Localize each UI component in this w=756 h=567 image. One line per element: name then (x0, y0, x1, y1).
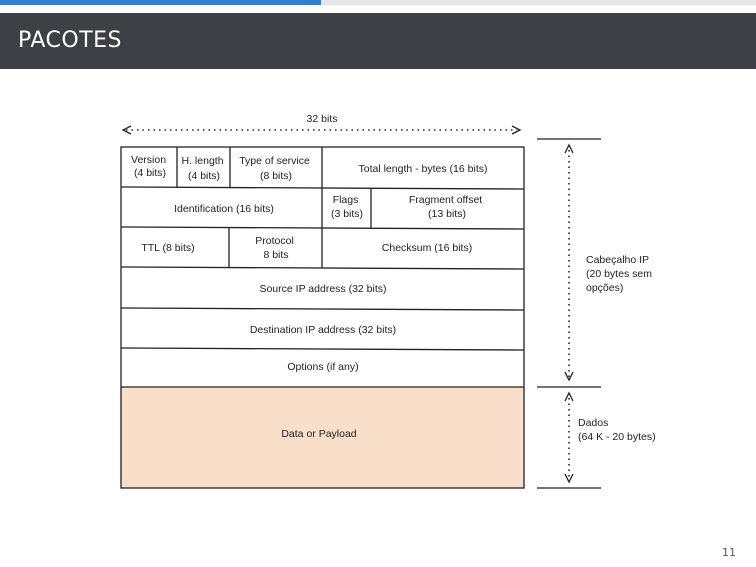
slide-title: PACOTES (18, 28, 123, 53)
field-fragment-offset: Fragment offset (13 bits) (409, 194, 485, 220)
field-identification: Identification (16 bits) (174, 203, 274, 215)
field-header-length: H. length (4 bits) (182, 155, 227, 182)
slide-header: PACOTES (0, 13, 756, 69)
header-arrow (564, 143, 574, 382)
field-ttl: TTL (8 bits) (141, 242, 194, 254)
field-protocol: Protocol 8 bits (255, 235, 296, 261)
field-options: Options (if any) (287, 361, 358, 373)
field-source-ip: Source IP address (32 bits) (259, 283, 386, 295)
payload-area (121, 387, 524, 488)
field-version: Version (4 bits) (131, 154, 169, 179)
field-destination-ip: Destination IP address (32 bits) (250, 324, 396, 336)
field-flags: Flags (3 bits) (331, 194, 363, 220)
progress-track (0, 0, 756, 5)
right-brackets (537, 138, 601, 489)
field-payload: Data or Payload (281, 428, 356, 440)
field-total-length: Total length - bytes (16 bits) (359, 163, 488, 175)
field-type-of-service: Type of service (8 bits) (239, 155, 313, 182)
page-number: 11 (722, 546, 736, 559)
data-label: Dados (64 K - 20 bytes) (578, 417, 656, 443)
progress-fill (0, 0, 322, 5)
width-arrow (121, 125, 522, 135)
header-grid (120, 146, 525, 489)
field-checksum: Checksum (16 bits) (382, 242, 472, 254)
header-label: Cabeçalho IP (20 bytes sem opções) (586, 254, 655, 294)
data-arrow (564, 391, 574, 484)
width-label: 32 bits (307, 113, 338, 125)
